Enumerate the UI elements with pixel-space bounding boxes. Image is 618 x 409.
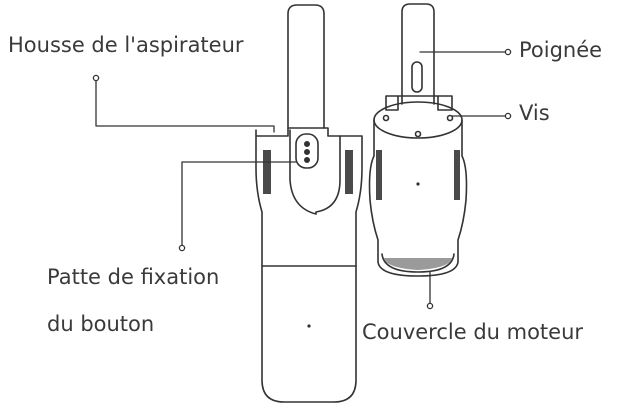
label-handle: Poignée [519,38,603,62]
right-side-grip-2 [454,150,460,200]
left-side-grip-1 [263,150,271,194]
right-center-dot [416,182,420,186]
leader-vis-dot [504,112,512,120]
leader-lines [92,48,512,310]
right-handle-shaft [401,3,435,105]
motor-cover [381,253,455,273]
left-front-seam [289,129,341,215]
left-center-dot [307,324,311,328]
leader-couvercle-dot [426,302,434,310]
label-button-bracket-line-1: Patte de fixation [47,265,220,289]
button-bracket [295,133,319,169]
button-bracket-dot-1 [303,141,310,148]
screw-2 [446,114,454,122]
leader-patte [181,161,297,249]
label-motor-cover: Couvercle du moteur [362,320,584,344]
leader-housse-dot [92,74,100,82]
screw-bracket [385,95,453,111]
motor-cover-shade [384,258,452,270]
motor-housing-right [368,3,468,277]
left-side-grip-2 [345,150,353,194]
left-shaft [287,4,325,129]
housing-body [368,119,468,277]
leader-patte-dot [178,244,186,252]
leader-housse [95,77,275,133]
button-bracket-dot-2 [303,149,310,156]
leader-poignee-dot [504,48,512,56]
handle-slot [411,61,423,93]
left-cover-outline [255,127,363,403]
right-side-grip-1 [376,150,382,200]
label-button-bracket-line-2: du bouton [47,312,155,336]
screw-1 [382,114,390,122]
label-screws: Vis [519,101,550,125]
vacuum-body-left [255,4,363,403]
button-bracket-dot-3 [303,157,310,164]
screw-3 [414,130,422,138]
label-vacuum-cover: Housse de l'aspirateur [8,33,244,57]
